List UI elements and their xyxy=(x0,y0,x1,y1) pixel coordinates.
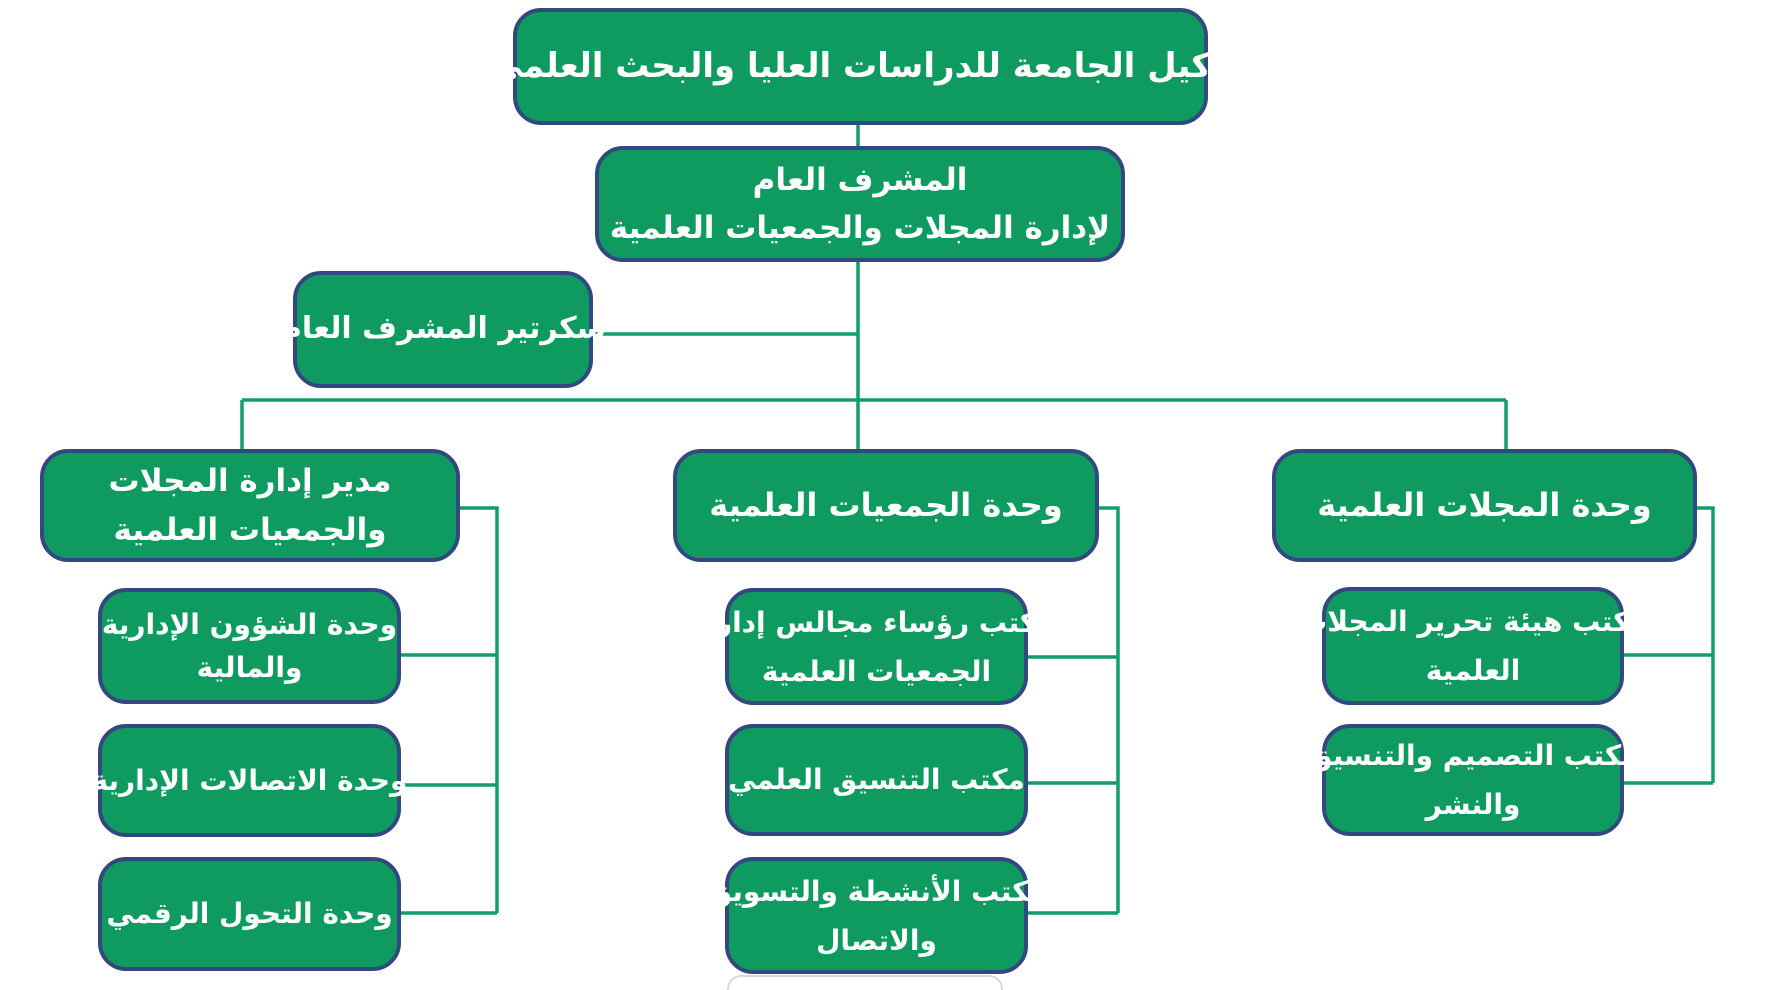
node-label-line1: مكتب الأنشطة والتسويق xyxy=(707,874,1046,908)
node-label-line2: العلمية xyxy=(1425,654,1521,687)
node-label: وحدة الاتصالات الإدارية xyxy=(91,763,408,797)
node-label-line2: الجمعيات العلمية xyxy=(761,654,992,688)
node-label-line1: وحدة الشؤون الإدارية xyxy=(101,607,398,641)
cut-off-shape xyxy=(727,975,1003,990)
node-director: مدير إدارة المجلات والجمعيات العلمية xyxy=(40,449,460,562)
node-secretary: سكرتير المشرف العام xyxy=(280,271,606,388)
node-label: وحدة التحول الرقمي xyxy=(106,897,393,931)
node-label-line1: مكتب التصميم والتنسيق xyxy=(1307,739,1639,772)
node-label-line2: والجمعيات العلمية xyxy=(113,511,387,548)
node-activities-marketing-office: مكتب الأنشطة والتسويق والاتصال xyxy=(707,857,1046,974)
node-label-line2: والمالية xyxy=(196,651,303,684)
node-boards-chairmen-office: مكتب رؤساء مجالس إدارة الجمعيات العلمية xyxy=(699,588,1054,705)
node-digital-transformation-unit: وحدة التحول الرقمي xyxy=(98,857,401,971)
node-label: وحدة المجلات العلمية xyxy=(1317,485,1652,524)
node-root: وكيل الجامعة للدراسات العليا والبحث العل… xyxy=(489,8,1232,125)
node-label-line2: والاتصال xyxy=(816,923,937,957)
node-scientific-coordination-office: مكتب التنسيق العلمي xyxy=(725,724,1028,836)
node-societies-unit: وحدة الجمعيات العلمية xyxy=(673,449,1099,562)
node-design-publishing-office: مكتب التصميم والتنسيق والنشر xyxy=(1307,724,1639,836)
node-general-supervisor: المشرف العام لإدارة المجلات والجمعيات ال… xyxy=(595,146,1125,262)
node-label: سكرتير المشرف العام xyxy=(279,311,607,347)
node-label: وكيل الجامعة للدراسات العليا والبحث العل… xyxy=(488,46,1233,87)
node-label-line2: والنشر xyxy=(1425,788,1521,821)
node-label-line1: مكتب هيئة تحرير المجلات xyxy=(1299,605,1647,638)
node-label: مكتب التنسيق العلمي xyxy=(728,763,1025,797)
node-label-line1: المشرف العام xyxy=(752,161,968,198)
node-label: وحدة الجمعيات العلمية xyxy=(709,485,1063,524)
node-label-line2: لإدارة المجلات والجمعيات العلمية xyxy=(609,210,1111,246)
node-journals-unit: وحدة المجلات العلمية xyxy=(1272,449,1697,562)
node-label-line1: مكتب رؤساء مجالس إدارة xyxy=(699,605,1054,639)
node-admin-financial-unit: وحدة الشؤون الإدارية والمالية xyxy=(98,588,401,704)
node-editorial-board-office: مكتب هيئة تحرير المجلات العلمية xyxy=(1299,587,1647,705)
node-label-line1: مدير إدارة المجلات xyxy=(108,463,392,500)
node-admin-comms-unit: وحدة الاتصالات الإدارية xyxy=(92,724,407,837)
